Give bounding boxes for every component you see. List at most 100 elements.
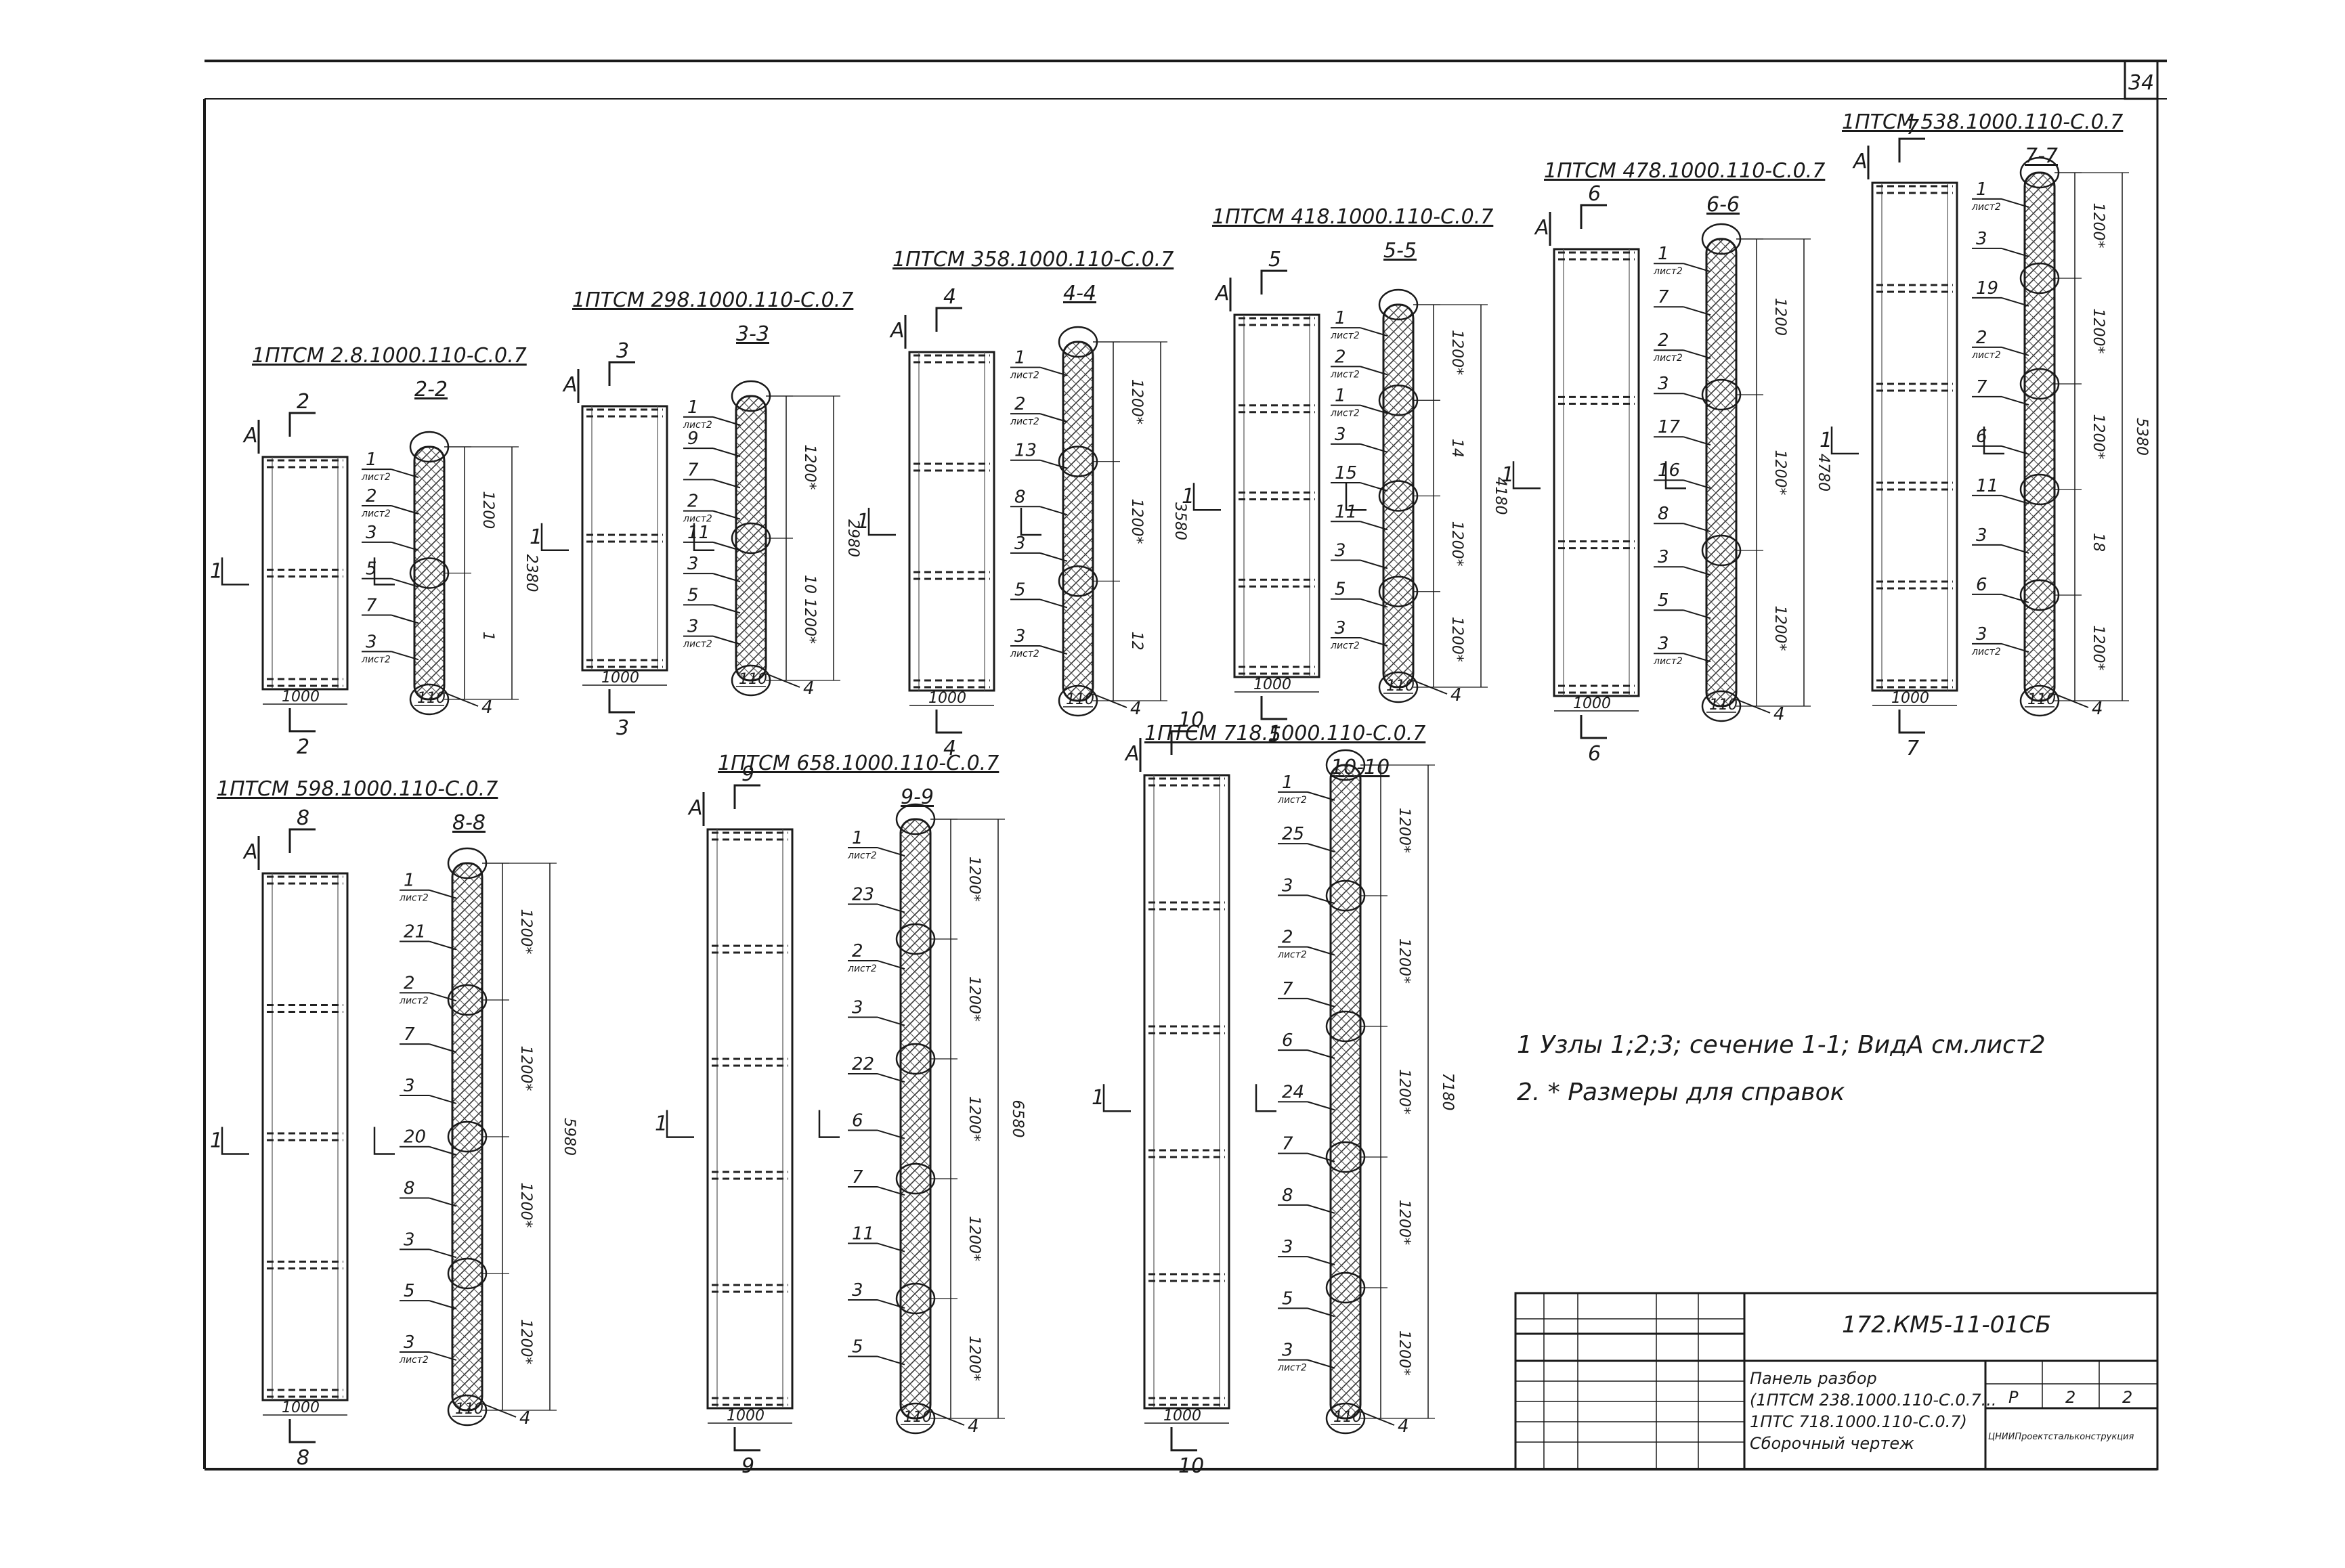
drawing-code: 172.КМ5-11-01СБ [1842, 1311, 2051, 1338]
leader-line [765, 673, 800, 688]
leader-line [2001, 593, 2029, 603]
cut-mark-top [733, 784, 760, 809]
section-1-mark-left [666, 1110, 694, 1138]
section-strip [735, 395, 767, 682]
cut-mark-bottom [608, 689, 635, 714]
section-strip [1382, 303, 1415, 689]
width-label: 1000 [928, 690, 966, 707]
panel-elevation [581, 405, 668, 672]
callout-number: 15 [1335, 463, 1357, 483]
total-dim-label: 7180 [1439, 1073, 1456, 1111]
callout-number: 25 [1282, 824, 1304, 844]
leader-line [1307, 946, 1335, 956]
panel-elevation [1553, 248, 1640, 697]
segment-dim-label: 12 [1128, 632, 1145, 651]
callout-number: 3 [1658, 634, 1669, 654]
leader-line [1307, 1359, 1335, 1369]
leader-line [712, 416, 741, 426]
leader-line [1307, 1152, 1335, 1162]
thickness-label: 110 [455, 1401, 483, 1418]
sheet-ref: лист2 [1653, 353, 1683, 364]
section-1-mark-right [1664, 461, 1686, 489]
callout-number: 8 [1658, 504, 1669, 524]
leader-line [1683, 349, 1711, 360]
sheet-ref: лист2 [361, 654, 391, 665]
leader-line [429, 1248, 457, 1259]
leader-line [429, 992, 457, 1002]
leader-line [1307, 997, 1335, 1007]
segment-dim-label: 1200* [1128, 499, 1145, 544]
width-label: 1000 [727, 1408, 765, 1424]
callout-number: 5 [1335, 580, 1346, 600]
callout-number: 11 [1335, 502, 1357, 522]
callout-number: 2 [852, 941, 863, 961]
leader-line [391, 651, 419, 661]
callout-number: 2 [1976, 328, 1987, 348]
callout-number: 7 [1976, 377, 1987, 397]
leader-line [1307, 894, 1335, 905]
width-label: 1000 [282, 689, 320, 705]
sheet-ref: лист2 [399, 995, 429, 1006]
callout-number: 6 [852, 1111, 863, 1131]
section-1-label: 1 [530, 525, 542, 549]
callout-number: 5 [1658, 590, 1669, 611]
leader-line [2001, 247, 2029, 257]
panel-title: 1ПТСМ 718.1000.110-С.0.7 [1144, 722, 1425, 745]
leader-line [1413, 680, 1448, 695]
callout-number: 2 [687, 492, 699, 512]
section-strip [451, 862, 483, 1412]
section-1-mark-right [1983, 427, 2004, 455]
segment-dim-label: 1200* [966, 976, 983, 1022]
panel-title: 1ПТСМ 538.1000.110-С.0.7 [1842, 110, 2123, 134]
callout-number: 7 [404, 1024, 415, 1045]
width-label: 1000 [282, 1399, 320, 1416]
organization-name: ЦНИИПроектстальконструкция [1988, 1432, 2134, 1442]
section-label: 8-8 [452, 811, 486, 835]
title-block [1514, 1292, 2159, 1471]
section-1-mark-left [1512, 461, 1541, 489]
thickness-label: 110 [739, 671, 767, 688]
leader-line [1307, 1204, 1335, 1214]
total-dim-label: 5380 [2133, 418, 2150, 456]
thickness-label: 110 [1333, 1409, 1362, 1426]
callout-number: 3 [687, 617, 699, 637]
section-1-mark-left [1830, 427, 1859, 455]
callout-number: 3 [1976, 624, 1987, 645]
cut-label-bottom: 2 [297, 735, 309, 759]
callout-number: 8 [1014, 487, 1026, 507]
thickness-label: 110 [417, 690, 446, 707]
callout-number: 1 [1335, 308, 1346, 328]
panel-group-2: 1ПТСМ 2.8.1000.110-С.0.72-2A221100012001… [210, 344, 540, 759]
callout-number: 9 [687, 429, 699, 449]
cut-label-top: 6 [1588, 182, 1601, 206]
callout-number: 3 [1014, 533, 1026, 554]
note-2: 2. * Размеры для справок [1517, 1079, 1845, 1106]
leader-line [429, 1351, 457, 1361]
note-1: 1 Узлы 1;2;3; сечение 1-1; ВидА см.лист2 [1517, 1031, 2046, 1059]
sheet-ref: лист2 [683, 514, 712, 525]
leader-line [2001, 544, 2029, 554]
segment-dim-label: 1200* [2090, 309, 2107, 354]
cut-mark-bottom [935, 710, 962, 734]
leader-line [1039, 552, 1068, 562]
leader-line [1683, 653, 1711, 663]
segment-dim-label: 1200* [1448, 521, 1465, 567]
leader-line [1307, 1101, 1335, 1111]
cut-mark-top [1580, 204, 1607, 229]
section-1-mark-right [1345, 483, 1367, 511]
section-1-label: 1 [210, 1129, 223, 1153]
panel-group-5: 1ПТСМ 418.1000.110-С.0.75-5A55110001200*… [1182, 205, 1509, 747]
leader-line [877, 847, 905, 857]
thickness-label: 110 [1709, 697, 1738, 714]
sheet-ref: лист2 [1330, 330, 1360, 341]
leader-line [712, 479, 741, 489]
callout-number: 1 [366, 450, 377, 470]
total-dim-label: 2980 [844, 519, 861, 557]
sheet-ref: лист2 [1277, 1363, 1307, 1374]
width-label: 1000 [1253, 676, 1291, 693]
panel-group-7: 1ПТСМ 538.1000.110-С.0.77-7A77110001200*… [1820, 110, 2150, 760]
leader-line [1360, 521, 1388, 531]
callout-number: 3 [404, 1076, 415, 1096]
callout-number: 1 [687, 397, 699, 418]
leader-line [1307, 1049, 1335, 1060]
